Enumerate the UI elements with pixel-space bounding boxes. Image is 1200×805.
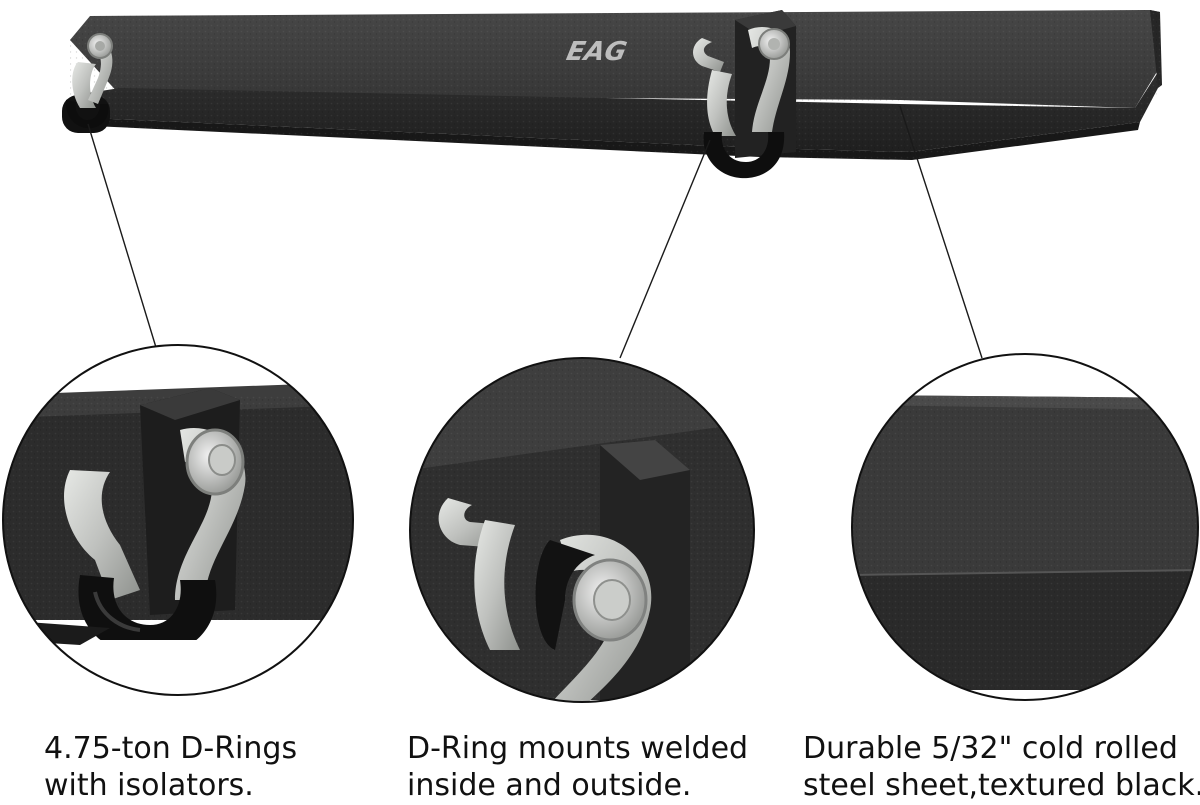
detail-circle-1-border — [2, 344, 354, 696]
caption-mounts: D-Ring mounts welded inside and outside. — [407, 730, 748, 804]
left-d-ring-shackle-icon — [62, 33, 113, 133]
detail-circle-steel — [851, 353, 1199, 701]
detail-circle-3-border — [851, 353, 1199, 701]
leader-line-3 — [899, 105, 983, 359]
leader-lines — [87, 105, 983, 359]
detail-circle-d-ring — [2, 344, 354, 696]
caption-mounts-line-1: D-Ring mounts welded — [407, 731, 749, 766]
caption-d-rings-line-1: 4.75-ton D-Rings — [44, 731, 298, 766]
caption-d-rings-line-2: with isolators. — [44, 768, 254, 803]
detail-circle-mount — [409, 357, 755, 703]
center-d-ring-shackle-icon — [693, 10, 796, 179]
detail-circle-2-border — [409, 357, 755, 703]
leader-line-1 — [87, 123, 159, 355]
caption-steel-line-2: steel sheet,textured black. — [803, 768, 1200, 803]
caption-d-rings: 4.75-ton D-Rings with isolators. — [44, 730, 297, 804]
caption-mounts-line-2: inside and outside. — [407, 768, 692, 803]
bumper: EAG — [62, 10, 1162, 179]
leader-line-2 — [619, 139, 711, 359]
brand-logo: EAG — [564, 37, 630, 67]
caption-steel: Durable 5/32" cold rolled steel sheet,te… — [803, 730, 1200, 804]
caption-steel-line-1: Durable 5/32" cold rolled — [803, 731, 1178, 766]
